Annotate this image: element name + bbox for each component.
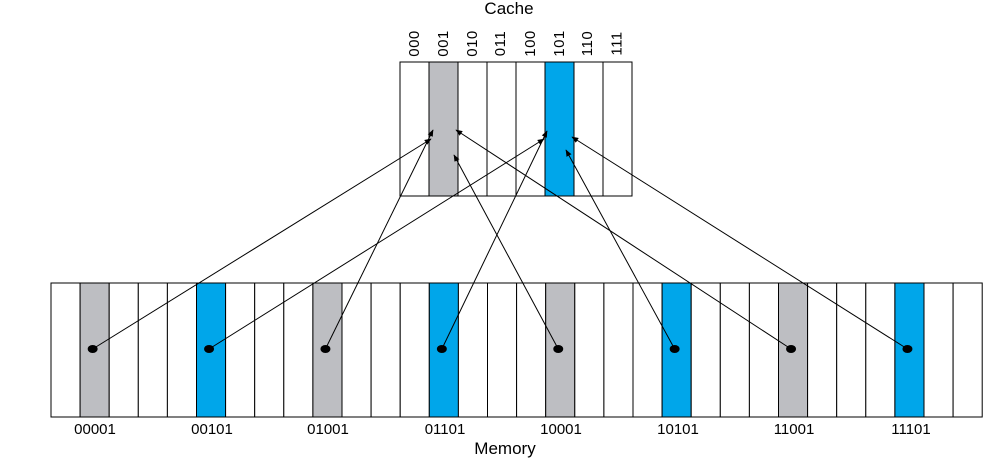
memory-block: [341, 282, 372, 418]
mapping-arrow: [453, 154, 559, 350]
cache-index-label: 100: [521, 29, 539, 57]
cache-index-label: 110: [579, 30, 597, 56]
memory-address-label: 00001: [74, 421, 116, 438]
cache-slot: [457, 61, 488, 197]
memory-address-label: 10001: [540, 421, 582, 438]
memory-block: [166, 282, 197, 418]
memory-block: [225, 282, 256, 418]
memory-block: [370, 282, 401, 418]
memory-block: [399, 282, 430, 418]
memory-block: [748, 282, 780, 418]
mapping-arrow: [325, 129, 434, 350]
memory-block: [807, 282, 838, 418]
memory-block: [283, 282, 314, 418]
cache-index-label: 101: [550, 29, 568, 57]
cache-slot: [428, 61, 459, 197]
cache-array: [399, 61, 633, 197]
memory-block: [923, 282, 954, 418]
memory-block-dot: [669, 345, 680, 353]
memory-block: [50, 282, 81, 418]
memory-block: [487, 282, 518, 418]
memory-block-dot: [786, 345, 797, 353]
cache-index-label: 001: [434, 29, 452, 57]
mapping-arrow: [565, 149, 676, 350]
cache-slot: [515, 61, 546, 197]
mapping-arrow: [455, 129, 792, 350]
memory-title: Memory: [474, 439, 536, 458]
memory-block: [836, 282, 867, 418]
memory-block: [108, 282, 139, 418]
memory-block: [254, 282, 285, 418]
mapping-arrow: [571, 136, 908, 350]
memory-block-highlighted: [894, 282, 925, 418]
memory-block: [719, 282, 750, 418]
cache-index-label: 011: [492, 30, 510, 56]
memory-address-label: 11001: [773, 421, 815, 438]
memory-block: [137, 282, 168, 418]
memory-block: [457, 282, 488, 418]
mapping-arrow: [92, 138, 432, 350]
memory-block: [574, 282, 605, 418]
cache-index-label: 000: [405, 29, 423, 57]
memory-block-dot: [87, 345, 98, 353]
cache-slot: [602, 61, 633, 197]
memory-block-dot: [320, 345, 331, 353]
cache-title: Cache: [484, 0, 534, 18]
cache-index-label: 010: [463, 29, 481, 57]
memory-block-dot: [553, 345, 564, 353]
memory-array: [50, 282, 983, 418]
memory-block: [632, 282, 663, 418]
memory-block: [952, 282, 983, 418]
mapping-arrow: [441, 130, 548, 350]
memory-address-label: 01101: [424, 421, 466, 438]
memory-block: [603, 282, 634, 418]
cache-slot: [573, 61, 604, 197]
memory-block-dot: [204, 345, 215, 353]
memory-address-label: 01001: [307, 421, 349, 438]
memory-address-label: 11101: [891, 421, 931, 438]
cache-slot: [544, 61, 575, 197]
cache-slot: [486, 61, 517, 197]
memory-address-label: 00101: [191, 421, 233, 438]
cache-index-label: 111: [608, 30, 626, 56]
memory-block: [865, 282, 896, 418]
memory-block: [516, 282, 547, 418]
memory-block: [690, 282, 721, 418]
mapping-arrows: [87, 129, 913, 353]
memory-address-label: 10101: [657, 421, 699, 438]
memory-block-dot: [902, 345, 913, 353]
cache-slot: [399, 61, 430, 197]
memory-block-dot: [436, 345, 447, 353]
